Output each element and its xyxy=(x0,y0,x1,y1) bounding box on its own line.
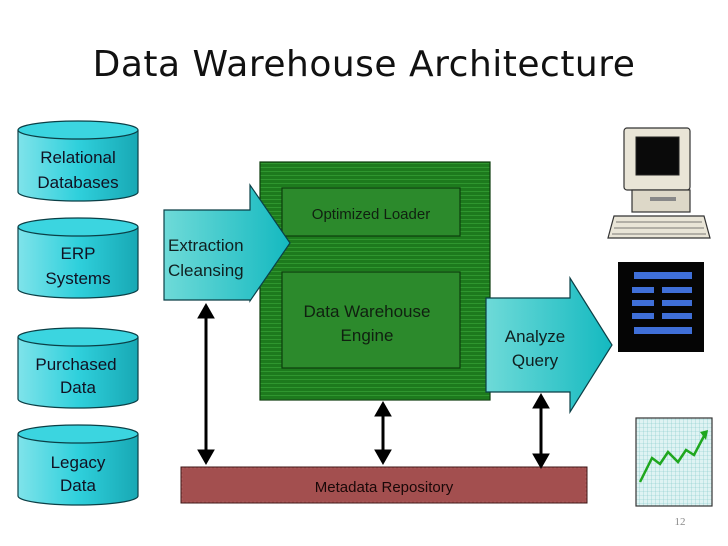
source-purchased-data: Purchased Data xyxy=(17,327,139,409)
line-chart-icon xyxy=(635,417,713,507)
source-label-line1: ERP xyxy=(61,244,96,263)
source-label-line2: Systems xyxy=(45,269,110,288)
warehouse-engine-box xyxy=(281,271,461,369)
source-relational-databases: Relational Databases xyxy=(17,120,139,202)
source-label-line2: Data xyxy=(60,476,96,495)
source-legacy-data: Legacy Data xyxy=(17,424,139,506)
metadata-link-arrow-analyze xyxy=(532,392,550,470)
source-label-line1: Relational xyxy=(40,148,116,167)
source-label-line1: Legacy xyxy=(51,453,106,472)
page-number: 12 xyxy=(674,516,686,528)
source-label-line1: Purchased xyxy=(35,355,116,374)
optimized-loader-label: Optimized Loader xyxy=(312,206,430,223)
metadata-repository-bar: Metadata Repository xyxy=(180,466,588,504)
optimized-loader-box xyxy=(281,187,461,237)
warehouse-engine-label-line2: Engine xyxy=(341,326,394,345)
analyze-label-line2: Query xyxy=(512,351,559,370)
metadata-link-arrow-warehouse xyxy=(374,400,392,466)
metadata-link-arrow-extraction xyxy=(197,302,215,466)
analyze-label-line1: Analyze xyxy=(505,327,565,346)
metadata-repository-label: Metadata Repository xyxy=(315,479,454,496)
extraction-label-line2: Cleansing xyxy=(168,261,244,280)
slide-title: Data Warehouse Architecture xyxy=(92,44,636,85)
server-rack-icon xyxy=(618,262,704,352)
extraction-cleansing-arrow: Extraction Cleansing xyxy=(163,183,291,303)
source-label-line2: Databases xyxy=(37,173,118,192)
desktop-computer-icon xyxy=(607,127,711,239)
source-erp-systems: ERP Systems xyxy=(17,217,139,299)
warehouse-engine-label-line1: Data Warehouse xyxy=(304,302,431,321)
extraction-label-line1: Extraction xyxy=(168,236,244,255)
data-warehouse-block: Optimized Loader Data Warehouse Engine xyxy=(259,161,491,401)
analyze-query-arrow: Analyze Query xyxy=(485,275,613,415)
source-label-line2: Data xyxy=(60,378,96,397)
